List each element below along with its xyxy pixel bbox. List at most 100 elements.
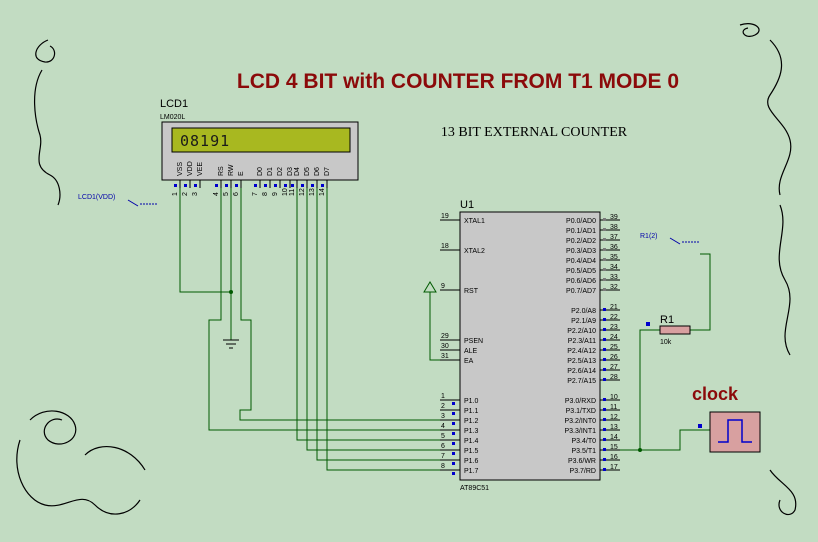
lcd-pin-marker: [184, 184, 187, 187]
lcd-pin-name: D6: [314, 167, 321, 176]
mcu-right-pin-name: P0.5/AD5: [566, 268, 596, 275]
lcd-vdd-net-label: LCD1(VDD): [78, 194, 115, 201]
mcu-right-pin-number: 12: [610, 414, 618, 421]
mcu-left-pin-marker: [452, 472, 455, 475]
mcu-right-pin-number: 14: [610, 434, 618, 441]
mcu-right-pin-name: P3.5/T1: [571, 448, 596, 455]
doodle-top-left: [33, 39, 61, 206]
mcu-right-pin-marker: [603, 308, 606, 311]
lcd-pin-name: D5: [304, 167, 311, 176]
clock-source[interactable]: clock: [692, 384, 761, 453]
diagram-subtitle: 13 BIT EXTERNAL COUNTER: [441, 125, 628, 140]
mcu-left-pin-marker: [452, 442, 455, 445]
mcu-left-pin-name: XTAL1: [464, 218, 485, 225]
mcu-right-pin-marker: [603, 428, 606, 431]
lcd-part-label: LM020L: [160, 114, 185, 121]
mcu-left-pin-number: 6: [441, 443, 445, 450]
clock-pin-marker: [698, 424, 702, 428]
mcu-left-pin-number: 31: [441, 353, 449, 360]
mcu-right-pin-marker: [603, 448, 606, 451]
resistor-ref-label: R1: [660, 314, 674, 326]
mcu-right-pin-name: P0.3/AD3: [566, 248, 596, 255]
mcu-right-pin-marker: [603, 318, 606, 321]
r1-net-stub: [669, 237, 681, 245]
mcu-left-pin-marker: [452, 402, 455, 405]
lcd-pin-number: 14: [319, 188, 326, 196]
lcd-pin-number: 3: [192, 192, 199, 196]
mcu-right-pin-number: 16: [610, 454, 618, 461]
mcu-right-pin-marker: [603, 408, 606, 411]
mcu-right-pin-number: 21: [610, 304, 618, 311]
lcd-pin-number: 10: [282, 188, 289, 196]
mcu-part-label: AT89C51: [460, 485, 489, 492]
wire-d7: [326, 188, 450, 471]
mcu-right-pin-name: P2.5/A13: [567, 358, 596, 365]
mcu-right-pin-number: 13: [610, 424, 618, 431]
mcu-left-pin-marker: [452, 462, 455, 465]
mcu-right-pin-number: 32: [610, 284, 618, 291]
mcu-left-pin-name: EA: [464, 358, 474, 365]
mcu-left-pin-name: P1.5: [464, 448, 479, 455]
junction-t1: [638, 448, 642, 452]
mcu-left-pin-marker: [452, 412, 455, 415]
lcd-pin-marker: [254, 184, 257, 187]
mcu-ref-label: U1: [460, 199, 474, 211]
lcd-pin-marker: [301, 184, 304, 187]
r1-net-label: R1(2): [640, 233, 658, 240]
mcu-right-pin-marker: [603, 238, 606, 241]
wiring: [179, 188, 711, 471]
mcu-left-pin-number: 30: [441, 343, 449, 350]
mcu-right-pin-name: P3.4/T0: [571, 438, 596, 445]
mcu-right-pin-number: 35: [610, 254, 618, 261]
mcu-left-pin-name: P1.6: [464, 458, 479, 465]
mcu-right-pin-name: P0.2/AD2: [566, 238, 596, 245]
mcu-left-pin-name: P1.3: [464, 428, 479, 435]
mcu-right-pin-number: 33: [610, 274, 618, 281]
mcu-chip[interactable]: U1 AT89C51 19XTAL118XTAL29RST29PSEN30ALE…: [440, 199, 620, 492]
mcu-right-pin-number: 34: [610, 264, 618, 271]
lcd-pin-marker: [284, 184, 287, 187]
lcd-pin-number: 7: [252, 192, 259, 196]
mcu-left-pin-marker: [452, 452, 455, 455]
mcu-right-pin-marker: [603, 228, 606, 231]
lcd-pin-number: 1: [172, 192, 179, 196]
mcu-left-pin-marker: [452, 422, 455, 425]
lcd-pin-name: D7: [324, 167, 331, 176]
lcd-pin-number: 2: [182, 192, 189, 196]
resistor-r1[interactable]: R1 10k: [646, 314, 691, 346]
lcd-vdd-net-stub: [127, 199, 139, 207]
lcd-ref-label: LCD1: [160, 98, 188, 110]
mcu-right-pin-marker: [603, 268, 606, 271]
wire-d6: [316, 188, 450, 461]
lcd-pin-marker: [291, 184, 294, 187]
lcd-vdd-net: LCD1(VDD): [78, 194, 158, 207]
lcd-pin-number: 6: [233, 192, 240, 196]
mcu-left-pins: 19XTAL118XTAL29RST29PSEN30ALE31EA1P1.02P…: [440, 213, 485, 475]
mcu-left-pin-number: 3: [441, 413, 445, 420]
mcu-right-pin-name: P3.0/RXD: [565, 398, 596, 405]
lcd-pin-name: E: [238, 171, 245, 176]
mcu-right-pin-marker: [603, 458, 606, 461]
lcd-pin-name: RW: [228, 164, 235, 176]
lcd-pin-marker: [225, 184, 228, 187]
wire-vss: [179, 188, 230, 293]
mcu-right-pin-number: 11: [610, 404, 617, 411]
mcu-left-pin-number: 9: [441, 283, 445, 290]
mcu-left-pin-number: 7: [441, 453, 445, 460]
mcu-left-pin-number: 4: [441, 423, 445, 430]
mcu-right-pin-name: P2.4/A12: [567, 348, 596, 355]
mcu-left-pin-number: 2: [441, 403, 445, 410]
mcu-right-pin-number: 39: [610, 214, 618, 221]
lcd-pins: VSS1VDD2VEE3RS4RW5E6D07D18D29D310D411D51…: [172, 161, 331, 196]
mcu-right-pin-number: 17: [610, 464, 618, 471]
mcu-right-pin-marker: [603, 468, 606, 471]
mcu-right-pins: 39P0.0/AD038P0.1/AD137P0.2/AD236P0.3/AD3…: [564, 214, 620, 475]
lcd-pin-name: RS: [218, 166, 225, 176]
mcu-left-pin-name: PSEN: [464, 338, 483, 345]
mcu-right-pin-marker: [603, 358, 606, 361]
lcd-module[interactable]: LCD1 LM020L 08191 VSS1VDD2VEE3RS4RW5E6D0…: [160, 98, 359, 196]
wire-clock: [640, 429, 710, 451]
clock-label: clock: [692, 384, 739, 404]
mcu-left-pin-name: P1.0: [464, 398, 479, 405]
